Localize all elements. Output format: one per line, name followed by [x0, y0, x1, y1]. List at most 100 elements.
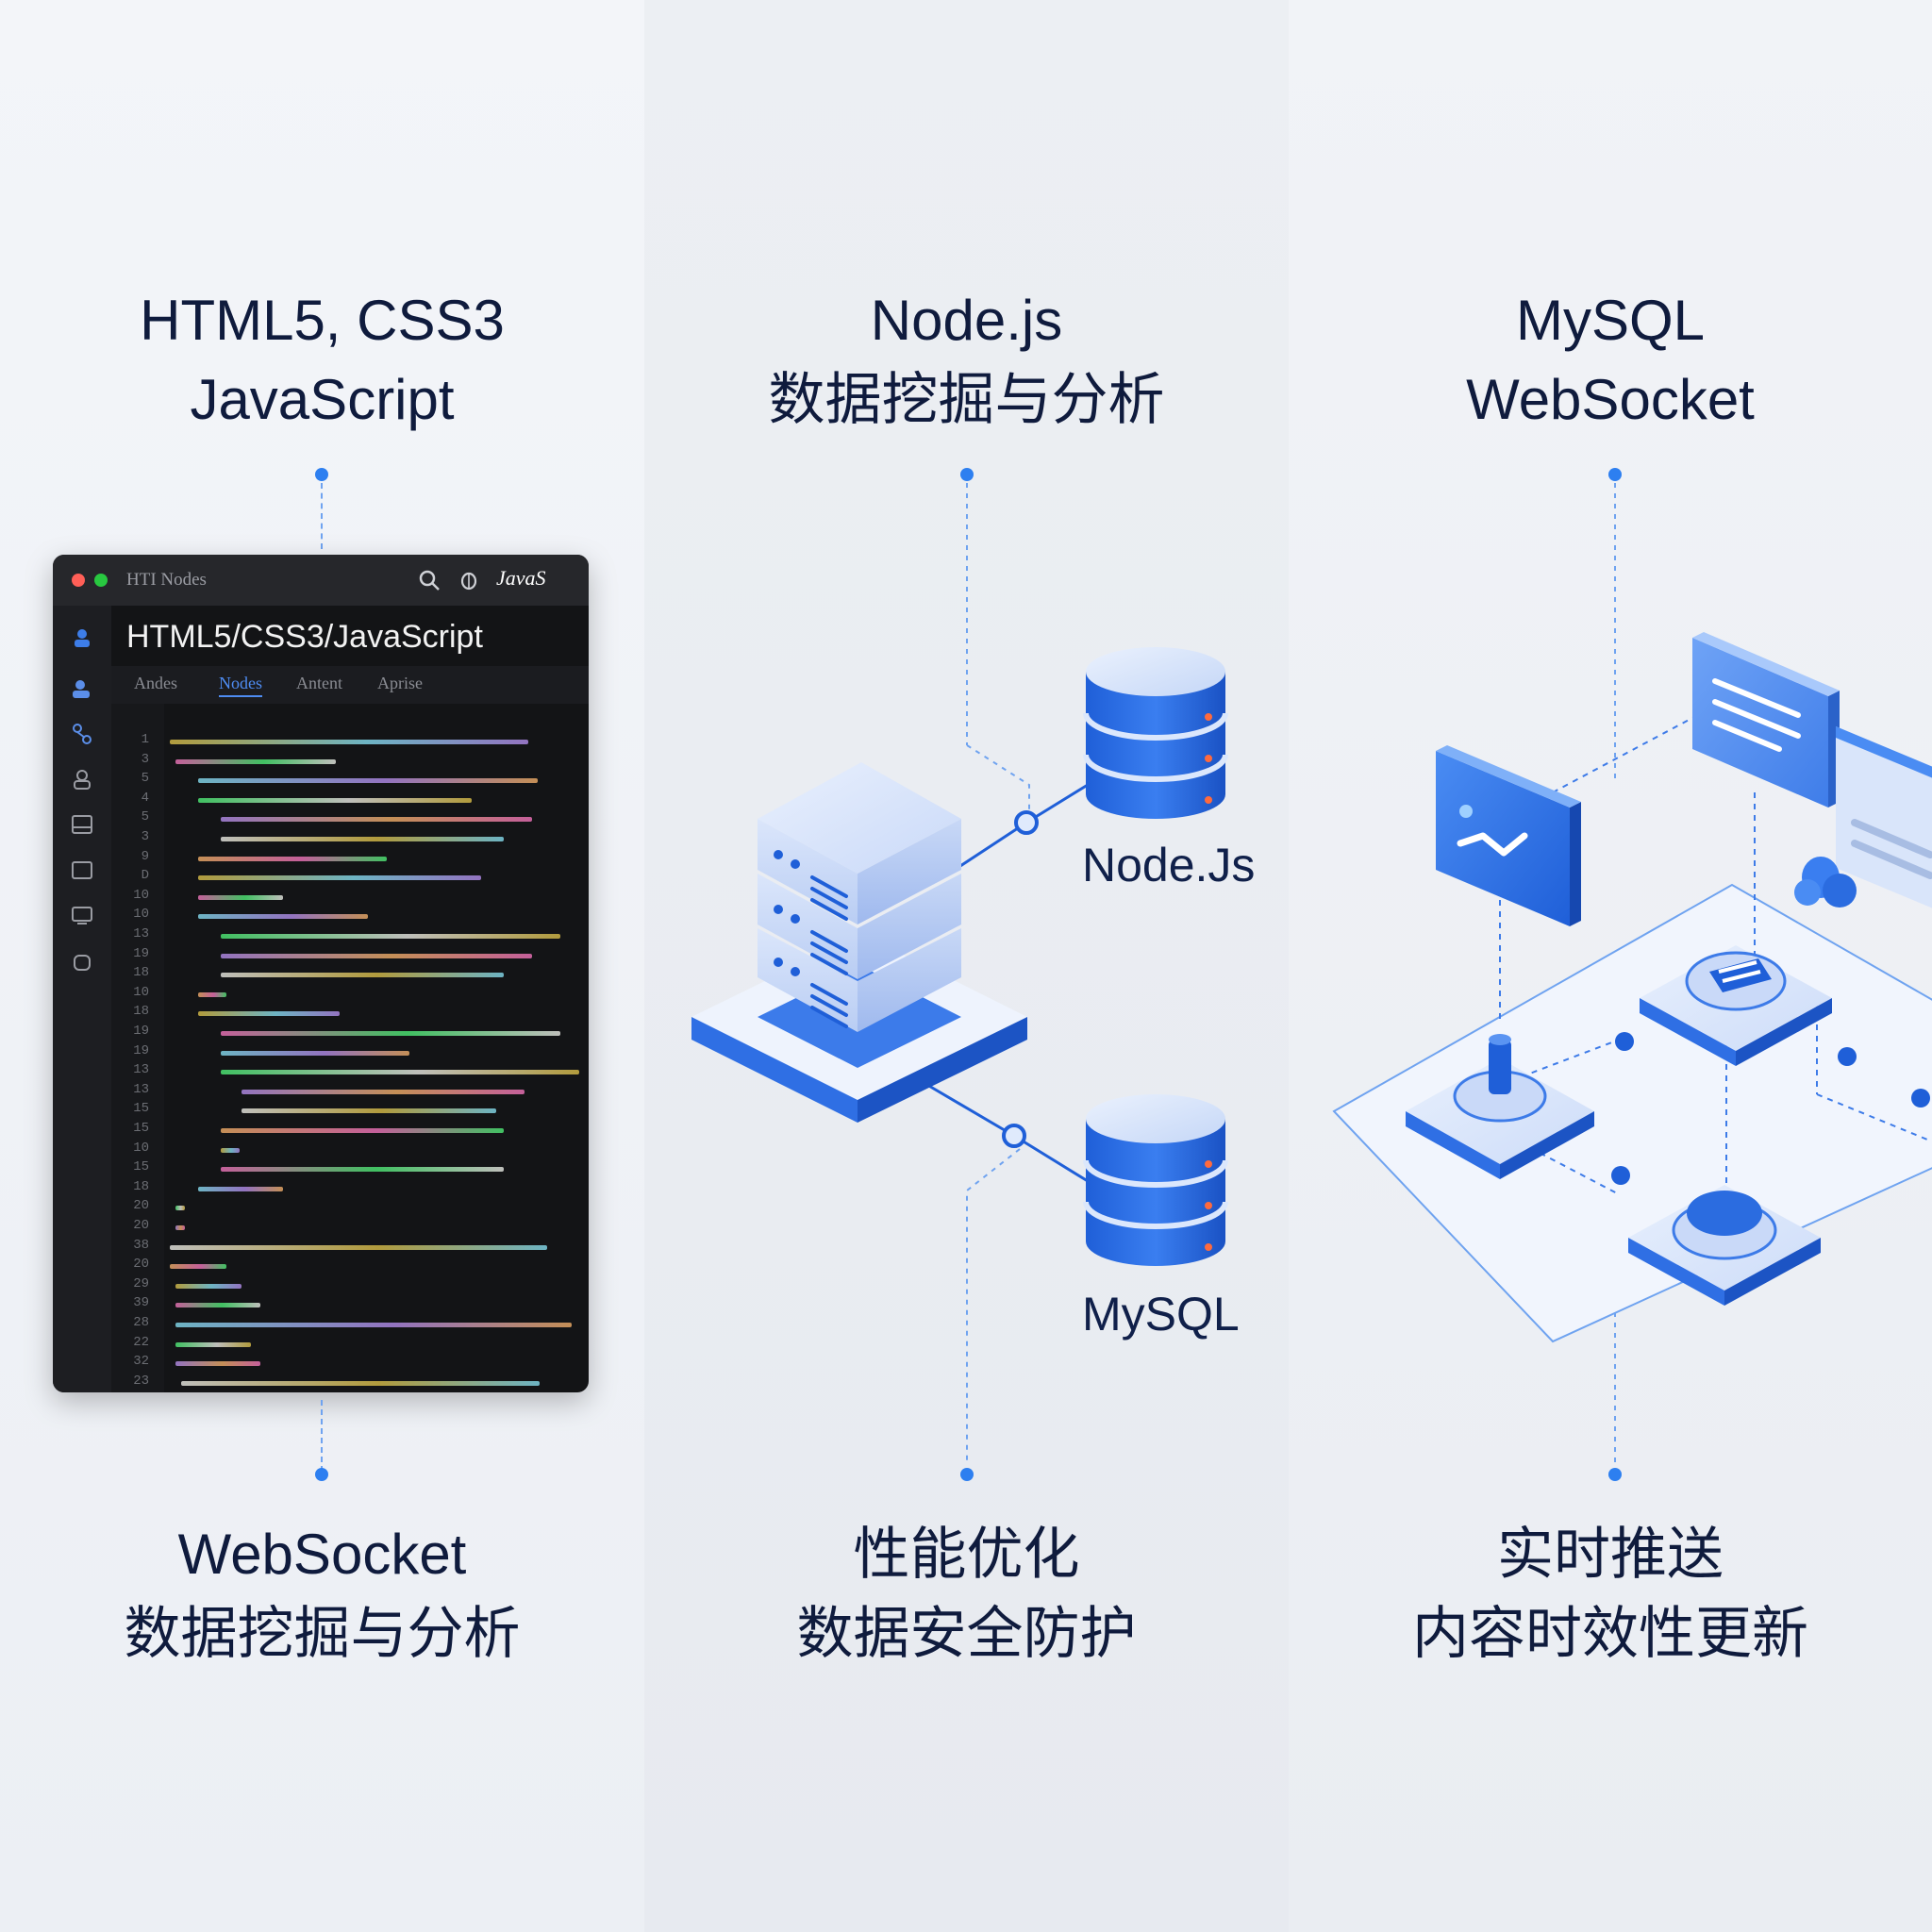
message-panel-icon	[1836, 726, 1932, 908]
maximize-window-button[interactable]	[94, 574, 108, 587]
title-line: 数据挖掘与分析	[768, 368, 1165, 431]
chart-card-icon	[1436, 745, 1581, 926]
code-line	[221, 837, 504, 841]
code-line	[198, 991, 226, 997]
code-line	[198, 856, 387, 861]
code-line	[198, 1186, 283, 1191]
column-realtime: MySQL WebSocket	[1289, 0, 1932, 1932]
title-line: 实时推送	[1497, 1523, 1724, 1586]
code-line	[221, 1070, 579, 1075]
code-line	[221, 973, 504, 978]
connector-line	[321, 483, 323, 549]
line-number: 18	[133, 1004, 149, 1020]
connector-dot	[315, 468, 328, 481]
line-number: 22	[133, 1334, 149, 1350]
title-line: Node.js	[870, 289, 1063, 352]
line-number: 18	[133, 965, 149, 981]
column-title-top: HTML5, CSS3 JavaScript	[0, 281, 644, 440]
line-number: 15	[133, 1121, 149, 1136]
title-line: WebSocket	[1466, 368, 1755, 431]
code-line	[242, 1089, 525, 1094]
line-number: 1	[141, 732, 149, 747]
line-number: 10	[133, 907, 149, 923]
line-number: D	[141, 868, 149, 884]
connection-node	[1014, 810, 1039, 835]
document-card-icon	[1692, 632, 1840, 808]
database-label-mysql: MySQL	[1082, 1288, 1240, 1341]
connector-dot	[960, 1468, 974, 1481]
code-line	[198, 894, 283, 900]
close-window-button[interactable]	[72, 574, 85, 587]
column-title-bottom: 实时推送 内容时效性更新	[1289, 1515, 1932, 1674]
extensions-icon[interactable]	[70, 951, 94, 974]
source-control-icon[interactable]	[70, 723, 94, 745]
line-number: 13	[133, 1081, 149, 1097]
network-nodes	[1611, 1032, 1930, 1185]
line-number: 19	[133, 945, 149, 961]
line-number: 28	[133, 1315, 149, 1330]
code-line	[175, 1323, 572, 1327]
panel-icon[interactable]	[70, 904, 94, 926]
title-line: HTML5, CSS3	[140, 289, 505, 352]
editor-subtabs: Andes Nodes Antent Aprise	[111, 666, 589, 704]
line-number: 18	[133, 1178, 149, 1194]
line-number: 39	[133, 1295, 149, 1311]
line-number: 13	[133, 926, 149, 941]
line-number: 13	[133, 1062, 149, 1078]
users-icon[interactable]	[70, 677, 94, 700]
code-line	[175, 1361, 260, 1367]
connection-line	[926, 1083, 1015, 1138]
connector-dot	[960, 468, 974, 481]
connector-dot	[1608, 1468, 1622, 1481]
subtab-aprise[interactable]: Aprise	[377, 674, 423, 692]
account-icon[interactable]	[70, 768, 94, 791]
code-line	[221, 817, 532, 823]
line-number-gutter	[111, 704, 164, 1392]
code-line	[221, 1147, 240, 1153]
line-number: 3	[141, 751, 149, 767]
editor-tab-label[interactable]: HTI Nodes	[126, 570, 207, 590]
code-line	[175, 1283, 242, 1289]
subtab-andes[interactable]: Andes	[134, 674, 177, 692]
code-line	[175, 1225, 185, 1230]
line-number: 3	[141, 829, 149, 844]
title-line: 性能优化	[853, 1523, 1080, 1586]
title-line: 数据挖掘与分析	[124, 1602, 521, 1665]
brand-logo: JavaS	[496, 566, 546, 590]
column-backend: Node.js 数据挖掘与分析	[644, 0, 1289, 1932]
subtab-antent[interactable]: Antent	[296, 674, 342, 692]
code-line	[221, 1128, 504, 1133]
line-number: 15	[133, 1159, 149, 1175]
connector-dot	[315, 1468, 328, 1481]
connection-line	[1013, 1134, 1089, 1183]
column-frontend: HTML5, CSS3 JavaScript HTI Nodes JavaS	[0, 0, 644, 1932]
window-icon[interactable]	[70, 858, 94, 881]
code-line	[221, 934, 560, 939]
line-number: 38	[133, 1237, 149, 1253]
line-number: 19	[133, 1042, 149, 1058]
column-title-bottom: WebSocket 数据挖掘与分析	[0, 1515, 644, 1674]
debug-icon[interactable]	[457, 568, 481, 592]
connector-line	[321, 1400, 323, 1472]
cloud-icon	[1794, 857, 1857, 908]
code-line	[170, 740, 528, 744]
line-number: 10	[133, 887, 149, 903]
column-title-top: MySQL WebSocket	[1289, 281, 1932, 440]
line-number: 20	[133, 1218, 149, 1233]
terminal-icon[interactable]	[70, 813, 94, 836]
code-line	[170, 1244, 547, 1250]
server-stack-icon	[758, 762, 961, 1032]
explorer-icon[interactable]	[70, 626, 94, 649]
connection-line	[959, 821, 1027, 868]
line-number: 20	[133, 1257, 149, 1273]
guide-line	[966, 744, 1030, 811]
code-line	[181, 1380, 540, 1386]
title-line: JavaScript	[190, 368, 455, 431]
code-line	[198, 1011, 340, 1017]
column-title-bottom: 性能优化 数据安全防护	[644, 1515, 1289, 1674]
search-icon[interactable]	[417, 568, 441, 592]
code-line	[198, 778, 538, 784]
button-tile	[1628, 1185, 1821, 1306]
subtab-nodes[interactable]: Nodes	[219, 674, 262, 697]
code-line	[175, 1303, 260, 1308]
